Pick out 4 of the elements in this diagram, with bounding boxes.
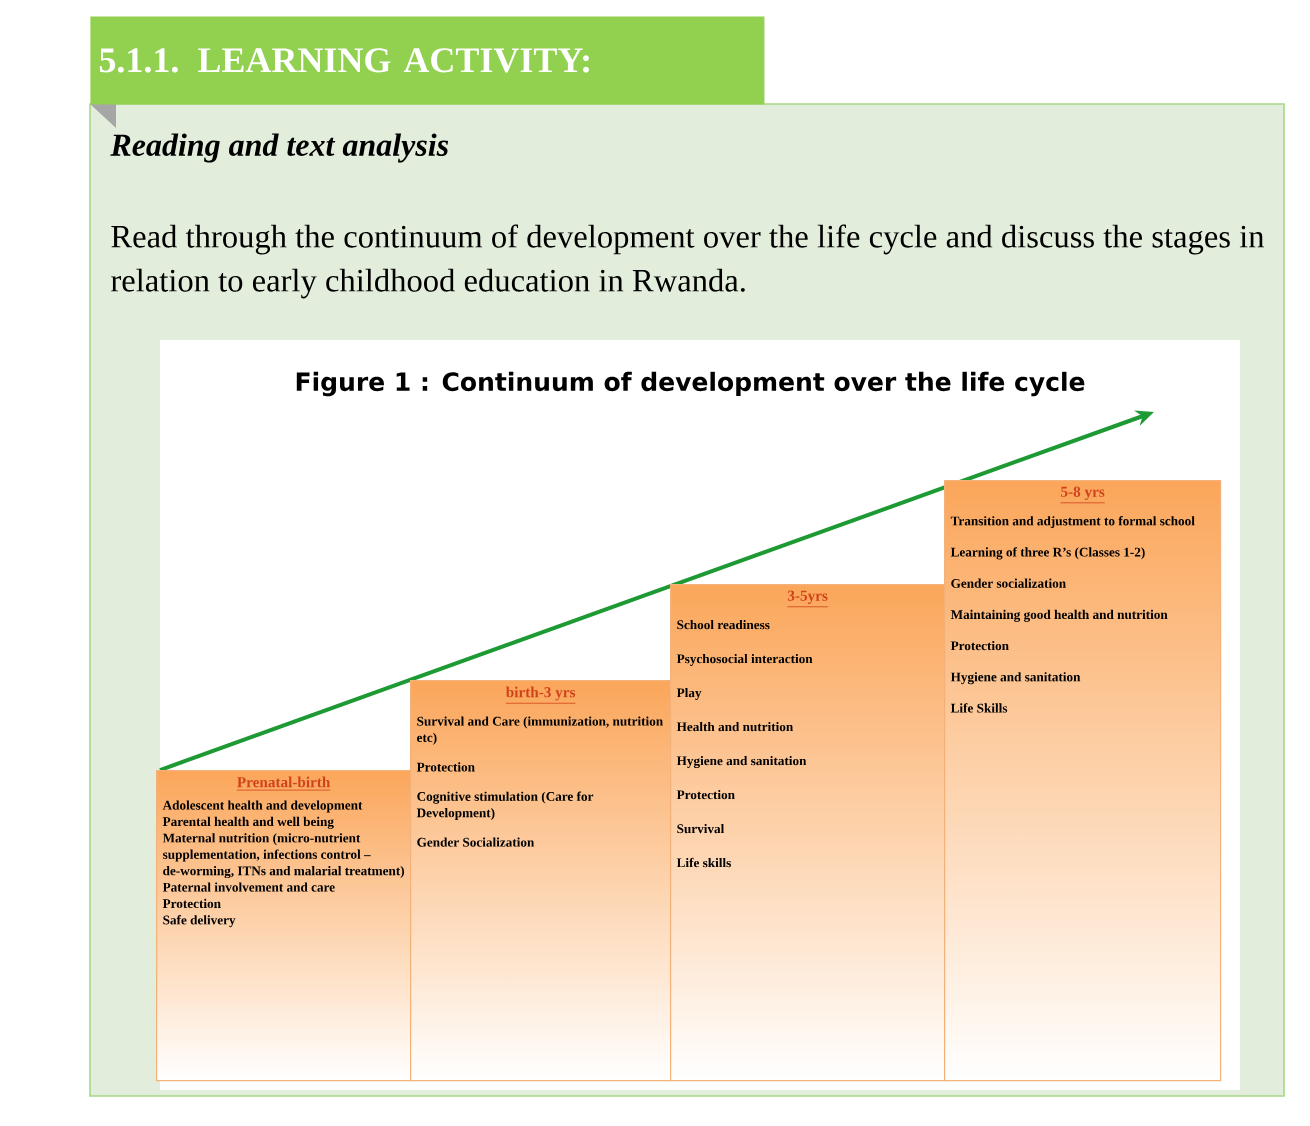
subheading: Reading and text analysis	[110, 133, 449, 163]
paragraph: Read through the continuum of development over the life cycle and discuss the stages in relation to early childhood education in Rwanda.	[111, 224, 1265, 299]
figure-caption: Figure 1 : Continuum of development over the life cycle	[296, 371, 1085, 397]
header-banner: 5.1.1. LEARNING ACTIVITY:	[90, 16, 765, 105]
